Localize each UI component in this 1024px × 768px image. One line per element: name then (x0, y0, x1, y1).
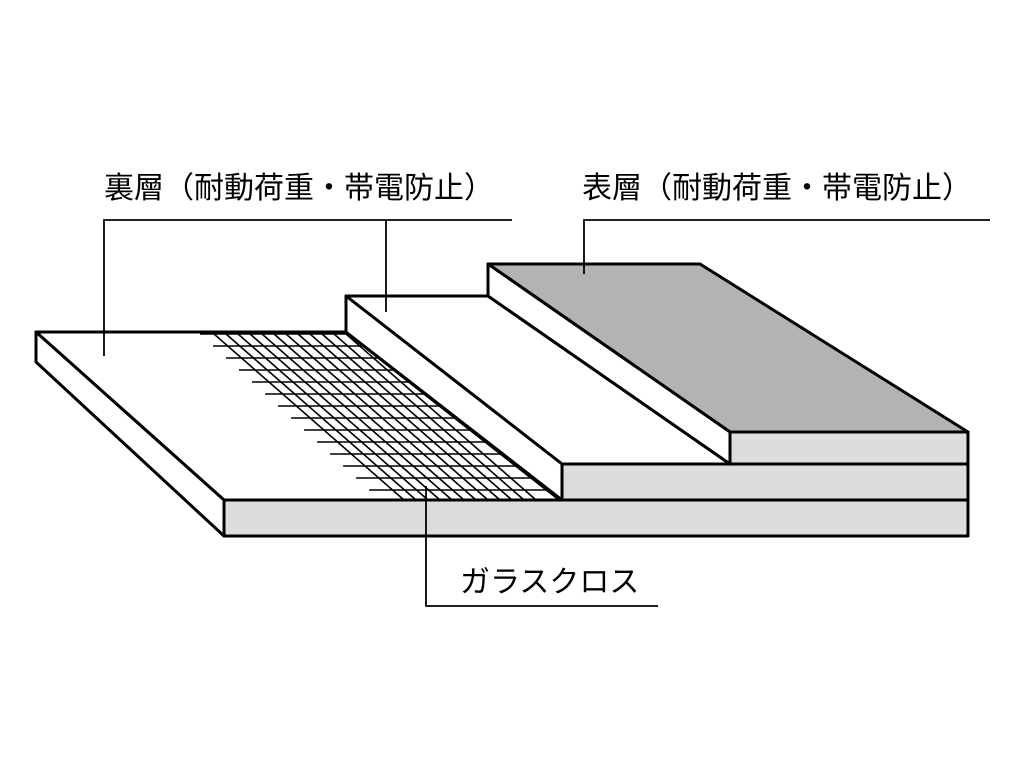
glass-cloth-mesh (200, 333, 548, 501)
mesh-line (345, 333, 537, 501)
back-layer-label: 裏層（耐動荷重・帯電防止） (104, 171, 494, 206)
mesh-line (213, 333, 405, 501)
mesh-line (285, 333, 477, 501)
surface-layer-label: 表層（耐動荷重・帯電防止） (582, 171, 972, 206)
mesh-line (237, 333, 429, 501)
glass-cloth-label: ガラスクロス (460, 565, 639, 600)
mesh-line (249, 333, 441, 501)
glass-cloth-leader (425, 486, 658, 607)
mesh-line (333, 333, 525, 501)
surface-layer-front-side (728, 430, 970, 466)
back-layer-leader (103, 219, 512, 356)
mesh-line (225, 333, 417, 501)
mesh-line (297, 333, 489, 501)
leader-lines (103, 219, 990, 607)
middle-layer (344, 294, 970, 502)
mesh-line (273, 333, 465, 501)
middle-layer-front-side (560, 462, 970, 502)
mesh-line (321, 333, 513, 501)
mesh-line (261, 333, 453, 501)
surface-layer (486, 262, 970, 466)
mesh-line (309, 333, 501, 501)
surface-layer-leader (583, 219, 990, 274)
back-layer-front-side (222, 498, 970, 538)
